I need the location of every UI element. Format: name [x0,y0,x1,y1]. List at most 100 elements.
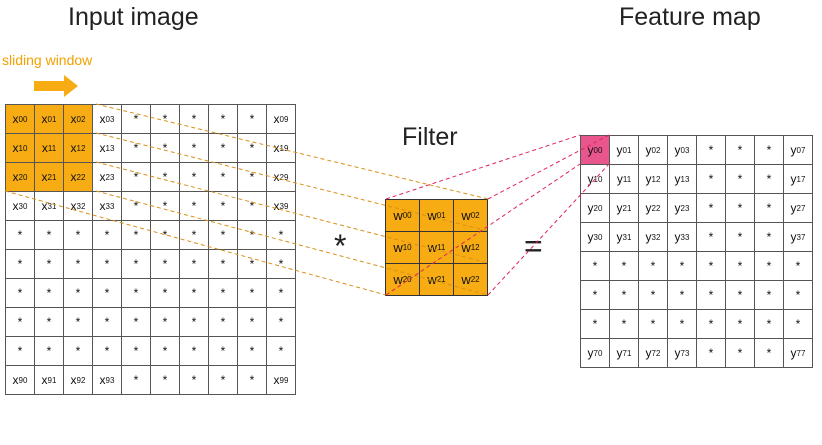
input-cell: * [180,221,209,250]
input-cell: * [6,337,35,366]
feature-cell: * [726,223,755,252]
input-cell: * [267,337,296,366]
input-cell: * [6,279,35,308]
filter-title: Filter [402,123,458,151]
feature-cell: * [726,194,755,223]
input-cell: * [6,308,35,337]
input-cell: * [267,279,296,308]
feature-cell: * [726,339,755,368]
feature-cell: * [726,136,755,165]
input-cell: * [151,366,180,395]
feature-cell: * [581,252,610,281]
input-cell: * [209,279,238,308]
input-cell: * [35,250,64,279]
input-cell: * [180,279,209,308]
input-cell: * [238,221,267,250]
feature-cell: * [668,281,697,310]
feature-cell: * [581,310,610,339]
input-cell: * [209,337,238,366]
feature-cell: * [610,310,639,339]
right-arrow-icon [34,75,78,97]
input-cell: * [35,279,64,308]
input-cell: * [122,134,151,163]
input-cell: * [122,105,151,134]
feature-cell: * [726,281,755,310]
input-cell: * [122,279,151,308]
input-cell: * [180,337,209,366]
input-cell: * [267,308,296,337]
input-cell: * [151,279,180,308]
feature-cell: * [755,281,784,310]
input-cell: * [238,105,267,134]
feature-cell: * [755,136,784,165]
feature-cell: * [697,252,726,281]
input-cell: * [238,163,267,192]
feature-cell: * [784,310,813,339]
feature-cell: * [755,339,784,368]
input-cell: * [122,163,151,192]
feature-cell: * [610,281,639,310]
feature-cell: * [697,339,726,368]
input-cell: * [35,308,64,337]
input-cell: * [238,366,267,395]
input-cell: * [151,134,180,163]
input-cell: * [267,221,296,250]
input-cell: * [122,221,151,250]
feature-cell: * [755,194,784,223]
input-cell: * [180,105,209,134]
input-cell: * [151,221,180,250]
input-cell: * [93,308,122,337]
input-cell: * [35,221,64,250]
input-cell: * [180,250,209,279]
input-cell: * [151,105,180,134]
input-cell: * [122,337,151,366]
input-cell: * [209,192,238,221]
input-cell: * [180,366,209,395]
input-cell: * [151,250,180,279]
input-cell: * [238,337,267,366]
input-cell: * [122,192,151,221]
feature-cell: * [755,223,784,252]
input-cell: * [64,337,93,366]
input-cell: * [64,221,93,250]
feature-cell: * [755,252,784,281]
feature-cell: * [697,281,726,310]
input-cell: * [209,163,238,192]
input-cell: * [93,221,122,250]
